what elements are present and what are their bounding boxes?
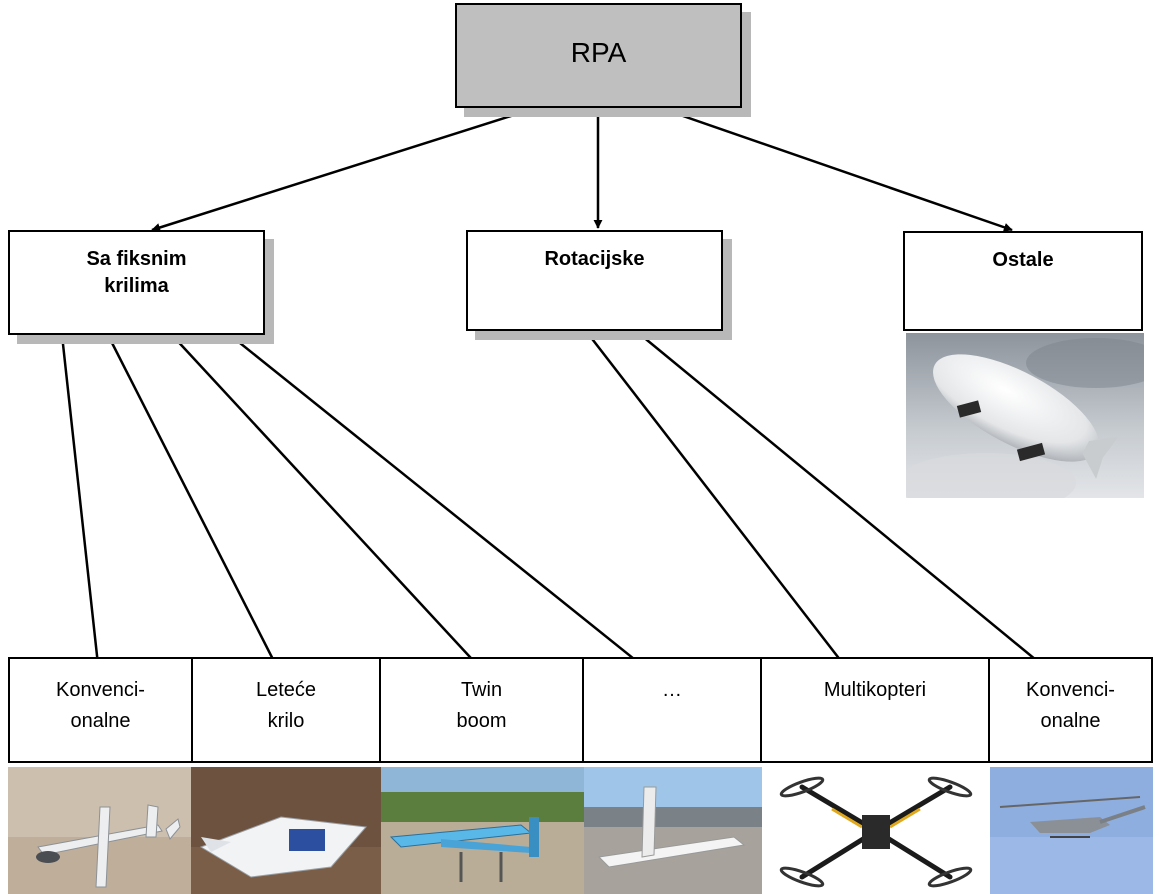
arrow-fixed-to-twin-boom [171,334,495,684]
type-label: Konvenci- onalne [56,679,145,732]
arrow-fixed-to-other [229,334,665,684]
arrow-rpa-to-fixed [151,106,537,232]
type-label: Twin boom [456,679,507,732]
type-other-fixed: … [582,657,762,763]
category-fixed-wing: Sa fiksnim krilima [8,230,265,335]
type-twin-boom: Twin boom [379,657,584,763]
predator-drone-photo [8,767,191,894]
arrow-fixed-to-conventional [60,334,104,684]
flying-wing-photo [191,767,381,894]
blimp-photo [906,333,1144,498]
category-fixed-wing-label: Sa fiksnim krilima [86,248,187,297]
type-conventional-fixed: Konvenci- onalne [8,657,193,763]
type-label: Leteće krilo [255,679,317,732]
category-other-label: Ostale [992,249,1054,271]
type-label: … [662,679,682,701]
arrow-rotary-to-multicopter [585,330,859,684]
twin-boom-photo [381,767,584,894]
category-rotary: Rotacijske [466,230,723,331]
type-label: Konvenci- onalne [1026,679,1115,732]
type-flying-wing: Leteće krilo [191,657,381,763]
arrow-rpa-to-other [659,106,1013,232]
arrow-fixed-to-flying-wing [106,334,287,684]
type-multicopter: Multikopteri [760,657,990,763]
type-conventional-rotary: Konvenci- onalne [988,657,1153,763]
root-label: RPA [570,37,627,68]
other-fixed-wing-photo [584,767,762,894]
multicopter-photo [762,767,990,894]
arrow-rotary-to-conventional [635,330,1065,684]
root-node: RPA [455,3,742,108]
category-rotary-label: Rotacijske [544,248,645,270]
type-label: Multikopteri [823,679,927,701]
helicopter-photo [990,767,1153,894]
category-other: Ostale [903,231,1143,331]
